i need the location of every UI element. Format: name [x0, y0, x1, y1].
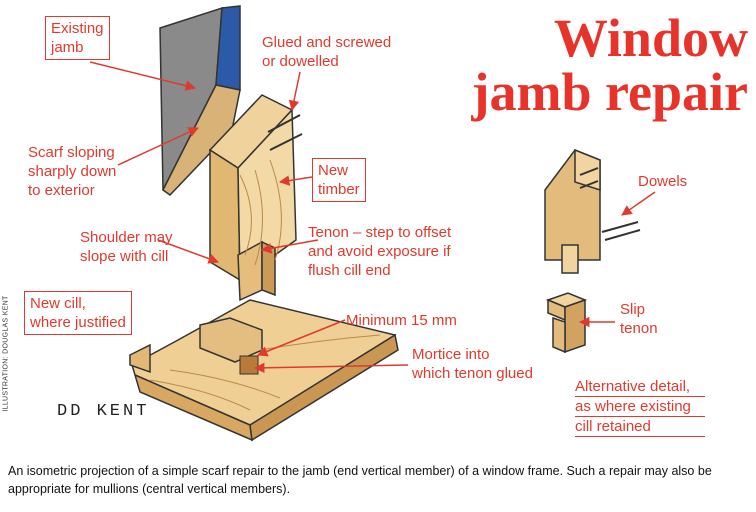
arrow-tenon — [260, 239, 319, 254]
figure-caption: An isometric projection of a simple scar… — [8, 464, 712, 496]
alt-jamb-drawing — [544, 148, 641, 274]
illustration-credit: ILLUSTRATION: DOUGLAS KENT — [2, 295, 10, 412]
label-glued: Glued and screwed or dowelled — [262, 34, 392, 70]
illustration — [89, 5, 656, 442]
label-minimum: Minimum 15 mm — [346, 312, 457, 329]
title-line-2: jamb repair — [471, 62, 748, 122]
existing-jamb-drawing — [159, 5, 241, 196]
arrow-existing-jamb — [89, 61, 197, 91]
label-new-cill: New cill, where justified — [24, 291, 132, 335]
new-cill-drawing — [129, 299, 399, 442]
label-slip-tenon: Slip tenon — [620, 301, 658, 337]
arrow-scarf — [117, 127, 199, 166]
arrow-dowels — [621, 191, 656, 216]
arrow-minimum — [257, 319, 346, 357]
label-existing-jamb: Existing jamb — [45, 16, 110, 60]
new-timber-drawing — [208, 94, 303, 302]
label-shoulder: Shoulder may slope with cill — [80, 229, 173, 265]
label-tenon: Tenon – step to offset and avoid exposur… — [308, 224, 452, 279]
label-scarf: Scarf sloping sharply down to exterior — [28, 144, 117, 199]
arrow-shoulder — [157, 239, 219, 264]
label-dowels: Dowels — [638, 173, 688, 190]
label-new-timber: New timber — [312, 158, 366, 202]
slip-tenon-drawing — [545, 292, 588, 354]
arrow-mortice — [253, 362, 409, 374]
arrow-glued — [288, 71, 301, 112]
artist-signature: DD KENT — [57, 402, 150, 421]
label-alternative-detail: Alternative detail, as where existing ci… — [575, 377, 705, 437]
title-line-1: Window — [553, 8, 748, 68]
label-mortice: Mortice into which tenon glued — [412, 346, 533, 382]
